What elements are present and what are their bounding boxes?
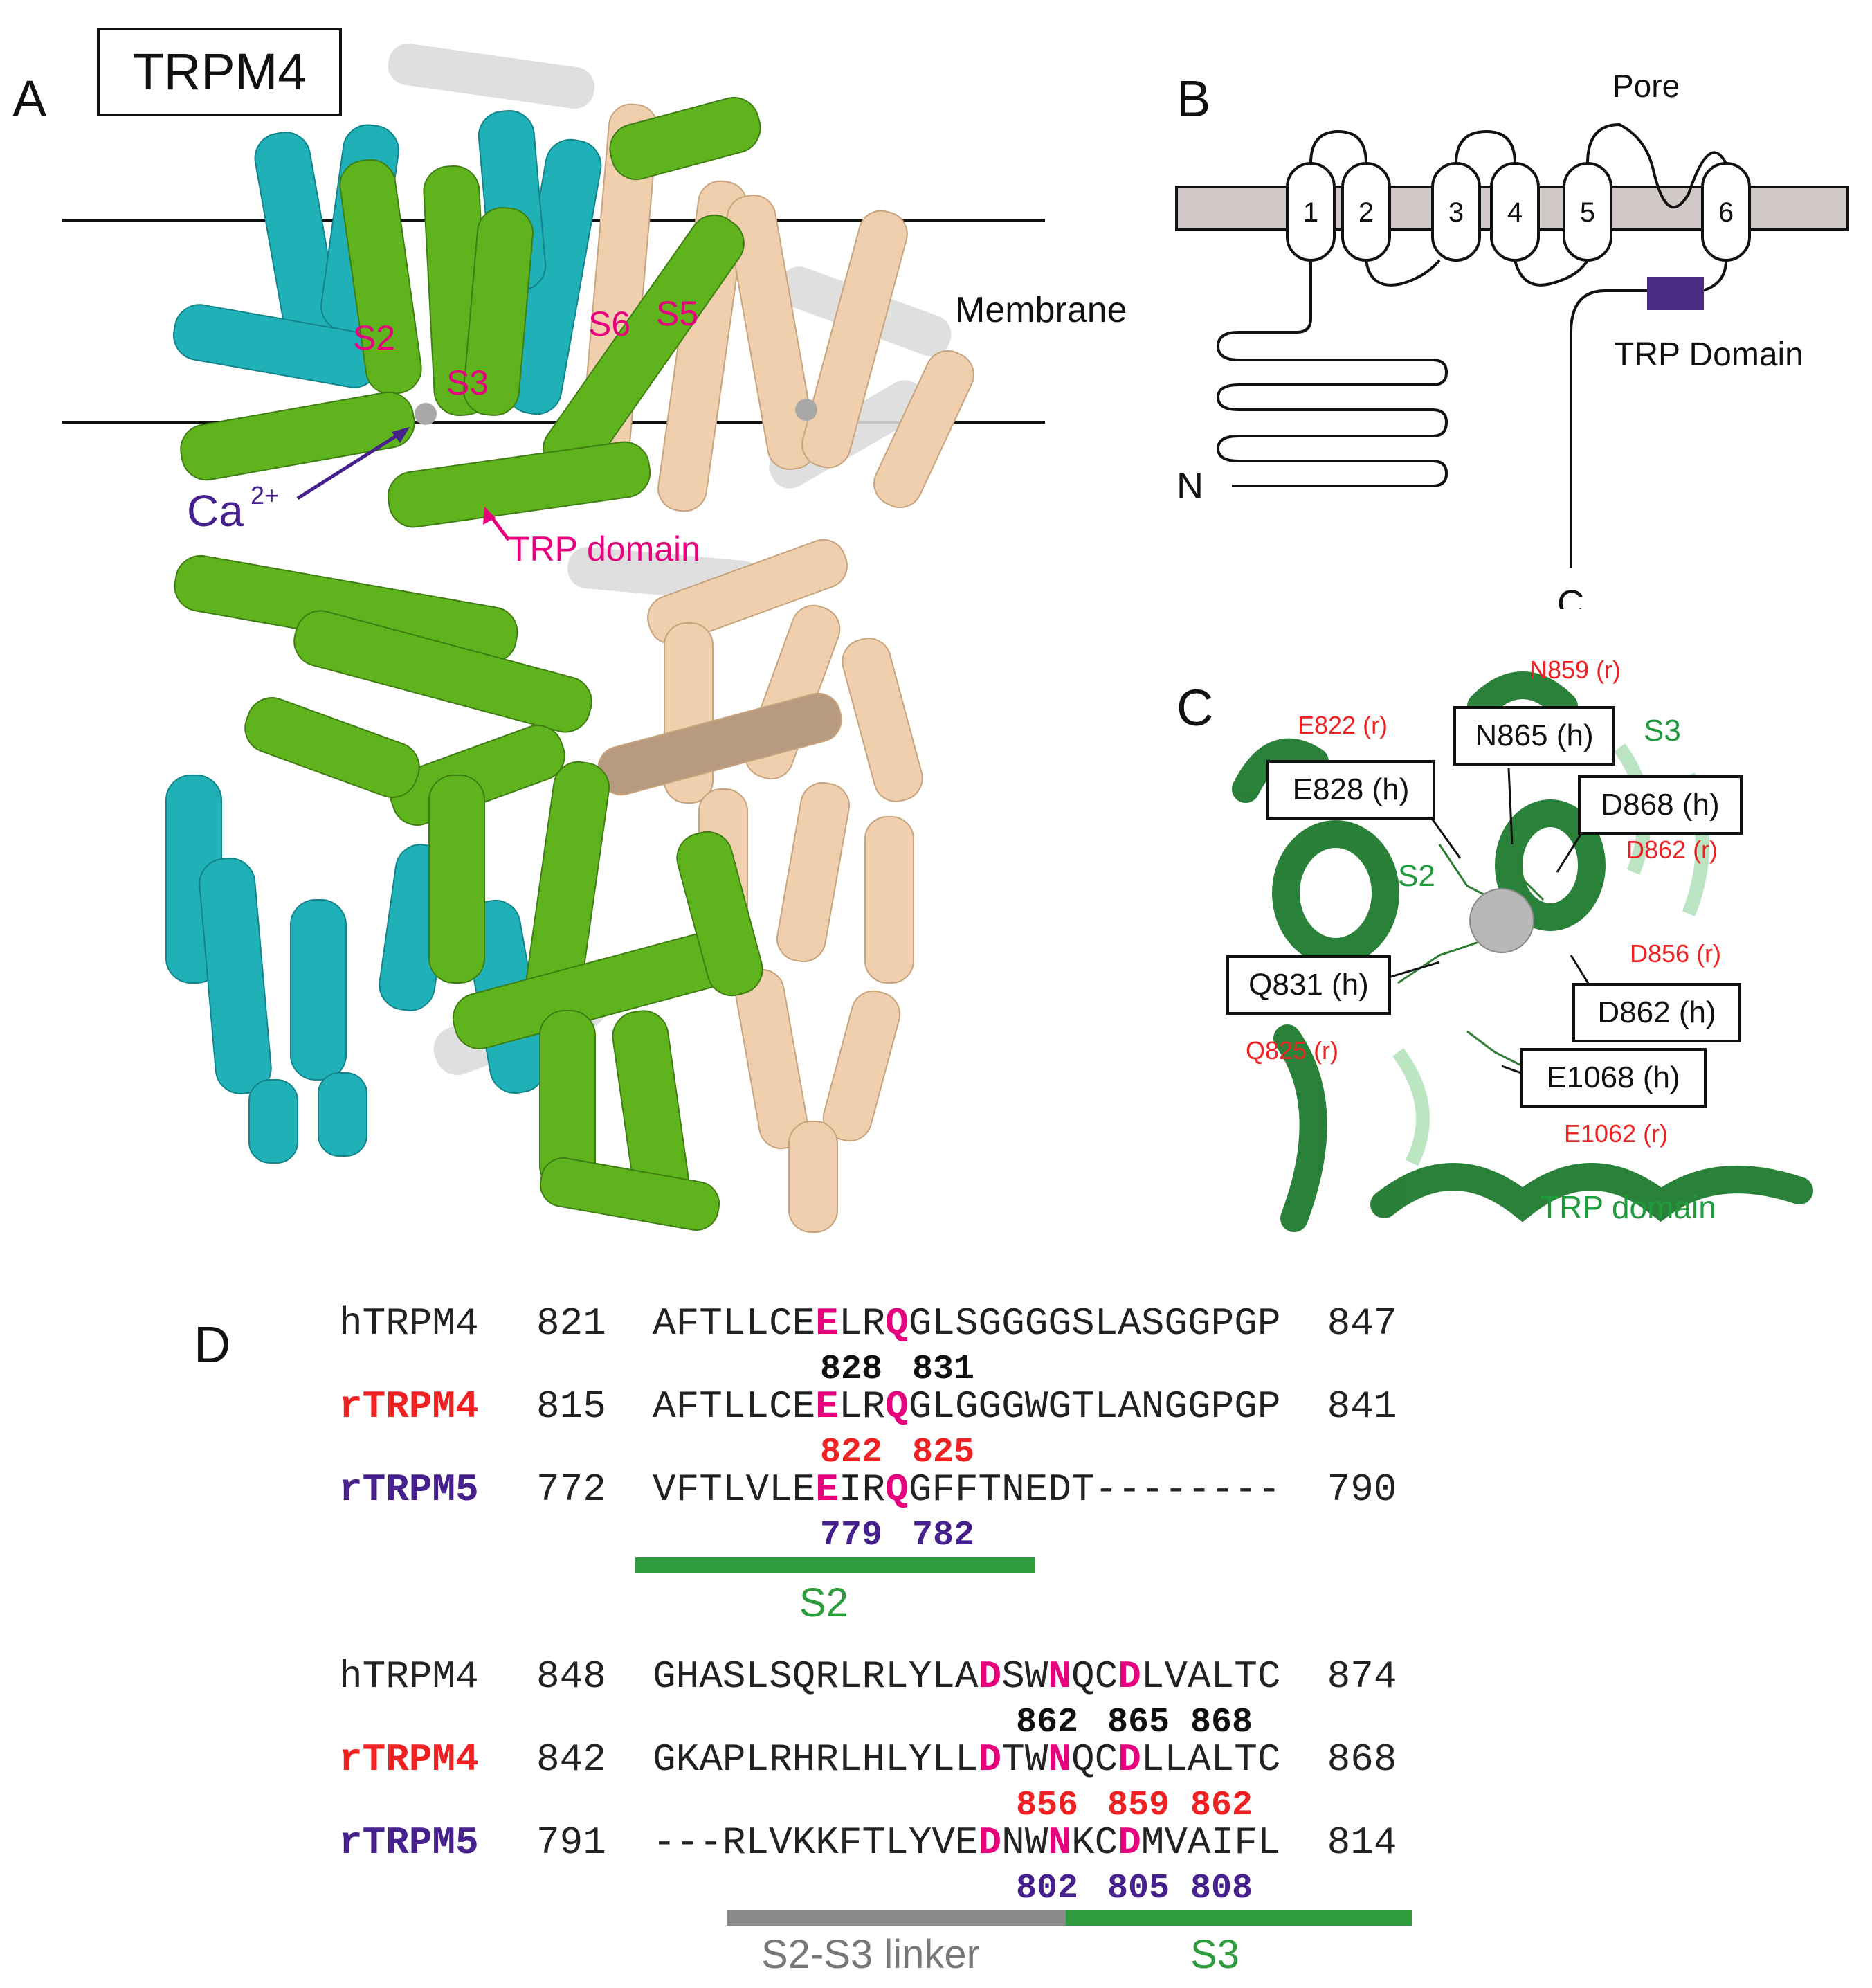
human-residue-q831: Q831 (h) (1226, 955, 1391, 1015)
rat-residue-e822: E822 (r) (1298, 711, 1388, 739)
topology-diagram: 1 2 3 4 5 6 Pore TRP Domain N C (1175, 68, 1849, 609)
residue-number: 825 (912, 1433, 975, 1472)
seq-row: 772 VFTLVLEEIRQGFFTNEDT-------- 790 (536, 1467, 1397, 1512)
seq-name: rTRPM4 (339, 1737, 479, 1782)
seq-name: hTRPM4 (339, 1654, 479, 1699)
residue-number: 859 (1107, 1786, 1170, 1825)
residue-number: 868 (1190, 1703, 1253, 1742)
residue-number: 782 (912, 1516, 975, 1555)
residue-number: 802 (1016, 1869, 1079, 1908)
residue-number: 779 (820, 1516, 883, 1555)
seq-name: hTRPM4 (339, 1301, 479, 1346)
seq-row: 791 ---RLVKKFTLYVEDNWNKCDMVAIFL 814 (536, 1820, 1397, 1865)
panel-c-label: C (1176, 679, 1214, 737)
seq-name: rTRPM5 (339, 1820, 479, 1865)
residue-number: 831 (912, 1350, 975, 1389)
panel-b-label: B (1176, 70, 1211, 127)
linker-bar (727, 1910, 1066, 1926)
human-residue-e828: E828 (h) (1266, 760, 1435, 820)
calcium-label: Ca (187, 486, 244, 536)
membrane-label: Membrane (955, 290, 1127, 330)
human-residue-e1068: E1068 (h) (1520, 1048, 1707, 1108)
seq-row: 821 AFTLLCEELRQGLSGGGGSLASGGPGP 847 (536, 1301, 1397, 1346)
rat-residue-n859: N859 (r) (1529, 656, 1621, 684)
s2-label-c: S2 (1398, 859, 1435, 893)
helix-label-s6: S6 (588, 305, 630, 343)
seq-row: 848 GHASLSQRLRLYLADSWNQCDLVALTC 874 (536, 1654, 1397, 1699)
trp-domain-label-b: TRP Domain (1614, 336, 1803, 373)
segment-label-3: 3 (1448, 197, 1464, 228)
seq-row: 842 GKAPLRHRLHLYLLDTWNQCDLLALTC 868 (536, 1737, 1397, 1782)
s2-bar (635, 1557, 1035, 1573)
human-residue-n865: N865 (h) (1453, 706, 1615, 766)
s3-label-c: S3 (1644, 714, 1681, 748)
residue-number: 865 (1107, 1703, 1170, 1742)
calcium-ion-sphere (1469, 888, 1534, 953)
rat-residue-q825: Q825 (r) (1246, 1036, 1338, 1065)
residue-number: 828 (820, 1350, 883, 1389)
rat-residue-d856: D856 (r) (1630, 939, 1721, 968)
helix-label-s2: S2 (353, 318, 395, 357)
panel-d-label: D (194, 1316, 231, 1373)
calcium-sphere (415, 403, 437, 425)
residue-number: 862 (1016, 1703, 1079, 1742)
linker-bar-label: S2-S3 linker (761, 1932, 980, 1977)
helix-label-s3: S3 (446, 363, 489, 402)
rat-residue-e1062: E1062 (r) (1564, 1119, 1668, 1148)
trp-domain-label-c: TRP domain (1540, 1189, 1716, 1225)
residue-number: 808 (1190, 1869, 1253, 1908)
calcium-sphere-2 (795, 399, 817, 421)
panel-a-title: TRPM4 (97, 28, 342, 116)
segment-label-4: 4 (1507, 197, 1523, 228)
helix-label-s5: S5 (656, 294, 698, 333)
human-residue-d862: D862 (h) (1572, 983, 1741, 1042)
rat-residue-d862: D862 (r) (1626, 835, 1718, 864)
n-terminus-label: N (1176, 465, 1203, 507)
seq-row: 815 AFTLLCEELRQGLGGGWGTLANGGPGP 841 (536, 1384, 1397, 1429)
green-subunit (174, 96, 763, 1231)
segment-label-6: 6 (1718, 197, 1734, 228)
pore-label: Pore (1612, 68, 1680, 104)
segment-label-2: 2 (1358, 197, 1374, 228)
calcium-charge: 2+ (251, 481, 279, 509)
trp-domain-box (1647, 277, 1704, 310)
calcium-arrow (296, 428, 406, 500)
seq-name: rTRPM4 (339, 1384, 479, 1429)
s3-bar-label: S3 (1190, 1932, 1239, 1977)
trpm4-structure-illustration: Membrane S2 S3 S6 S5 Ca 2+ TRP domain (62, 44, 1127, 1233)
trp-domain-label-a: TRP domain (509, 530, 700, 568)
residue-number: 822 (820, 1433, 883, 1472)
panel-a-label: A (12, 70, 47, 127)
residue-number: 856 (1016, 1786, 1079, 1825)
segment-label-1: 1 (1303, 197, 1318, 228)
seq-name: rTRPM5 (339, 1467, 479, 1512)
s2-bar-label: S2 (799, 1580, 848, 1625)
human-residue-d868: D868 (h) (1578, 775, 1743, 835)
segment-label-5: 5 (1580, 197, 1595, 228)
s3-bar (1066, 1910, 1412, 1926)
residue-number: 862 (1190, 1786, 1253, 1825)
residue-number: 805 (1107, 1869, 1170, 1908)
c-terminus-label: C (1557, 583, 1584, 609)
